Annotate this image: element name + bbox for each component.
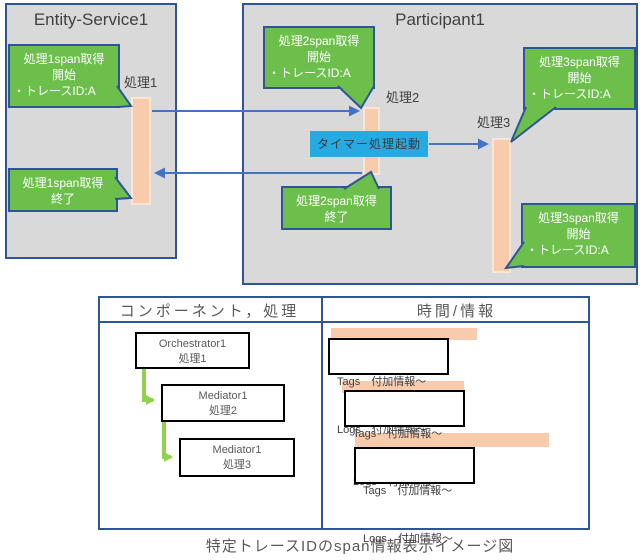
callout-line: ・トレースID:A (528, 87, 611, 101)
table-header-component: コンポーネント，処理 (119, 303, 300, 320)
flow-node-orchestrator1: Orchestrator1 処理1 (135, 332, 250, 369)
flow-node-process: 処理2 (208, 405, 238, 417)
callout-shori2-span-start: 処理2span取得 開始 ・トレースID:A (263, 26, 375, 89)
flow-node-mediator1-shori2: Mediator1 処理2 (161, 384, 285, 422)
flow-node-mediator1-shori3: Mediator1 処理3 (179, 438, 295, 477)
flow-node-name: Mediator1 (212, 444, 262, 456)
process3-label: 処理3 (477, 115, 511, 130)
callout-line: 処理2span取得 (278, 34, 360, 48)
callout-shori3-span-start-bottom: 処理3span取得 開始 ・トレースID:A (521, 203, 636, 268)
callout-line: 処理2span取得 (296, 194, 377, 208)
entity-service1-box: Entity-Service1 (5, 3, 177, 259)
callout-shori3-span-start-top: 処理3span取得 開始 ・トレースID:A (523, 47, 636, 110)
callout-line: 処理1span取得 (22, 176, 104, 190)
table-column-divider (321, 296, 323, 530)
process2-label: 処理2 (386, 90, 420, 105)
tags-line: Tags 付加情報～ (337, 376, 427, 388)
callout-shori1-span-end: 処理1span取得 終了 (8, 168, 118, 212)
callout-line: 処理3span取得 (539, 55, 620, 69)
process1-label: 処理1 (124, 75, 158, 90)
callout-line: ・トレースID:A (268, 66, 351, 80)
callout-line: 開始 (566, 227, 591, 241)
logs-line: Logs 付加情報～ (337, 424, 427, 436)
tags-line: Tags 付加情報～ (353, 428, 443, 440)
participant1-title: Participant1 (395, 10, 485, 29)
activation-bar-shori3 (492, 138, 511, 273)
figure-caption: 特定トレースIDのspan情報表示イメージ図 (205, 538, 515, 555)
callout-line: 処理1span取得 (23, 52, 105, 66)
callout-line: 開始 (51, 68, 76, 82)
activation-bar-shori1 (131, 97, 151, 205)
callout-line: ・トレースID:A (526, 243, 609, 257)
callout-line: 開始 (306, 50, 331, 64)
callout-line: 終了 (324, 210, 349, 224)
span-duration-bar-1 (331, 328, 477, 340)
span-info-box-1: Tags 付加情報～ Logs 付加情報～ (328, 338, 449, 436)
callout-line: ・トレースID:A (13, 84, 96, 98)
callout-shori2-span-end: 処理2span取得 終了 (281, 186, 392, 230)
flow-node-name: Mediator1 (198, 390, 248, 402)
logs-line: Logs 付加情報～ (363, 533, 453, 545)
tags-line: Tags 付加情報～ (363, 485, 453, 497)
table-header-time-info: 時間/情報 (416, 303, 497, 320)
span-duration-bar-3 (355, 433, 549, 447)
span-info-box-3: Tags 付加情報～ Logs 付加情報～ (354, 447, 475, 545)
table-header-divider (98, 321, 590, 323)
flow-node-name: Orchestrator1 (158, 338, 227, 350)
flow-node-process: 処理1 (178, 353, 207, 365)
callout-line: 終了 (50, 192, 75, 206)
span-info-box-2: Tags 付加情報～ Logs 付加情報～ (344, 390, 465, 488)
callout-line: 開始 (567, 71, 592, 85)
timer-trigger-box: タイマー処理起動 (310, 131, 428, 157)
entity-service1-title: Entity-Service1 (33, 10, 149, 29)
callout-shori1-span-start: 処理1span取得 開始 ・トレースID:A (8, 44, 120, 108)
flow-node-process: 処理3 (222, 459, 252, 471)
callout-line: 処理3span取得 (538, 211, 619, 225)
